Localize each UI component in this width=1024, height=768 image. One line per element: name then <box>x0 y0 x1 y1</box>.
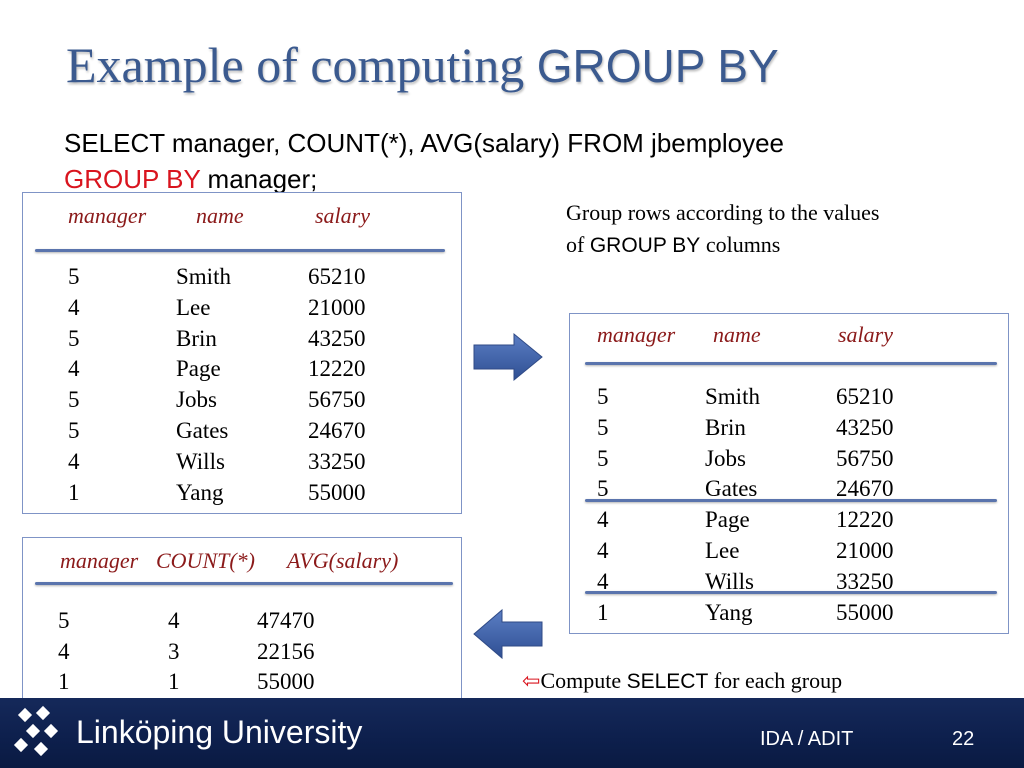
result-row-1-col-0: 4 <box>58 638 70 664</box>
group-note-line-2: of GROUP BY columns <box>566 232 781 257</box>
orig-row-7-col-0: 1 <box>68 479 80 505</box>
footer-bar: Linköping University IDA / ADIT 22 <box>0 698 1024 768</box>
red-left-arrow-icon: ⇦ <box>522 668 541 693</box>
result-header-avg: AVG(salary) <box>287 548 399 573</box>
compute-note-post: for each group <box>708 668 843 693</box>
orig-row-3-col-2: 12220 <box>308 356 366 382</box>
grouped-row-7-col-2: 55000 <box>836 599 894 625</box>
result-row-1-col-1: 3 <box>168 638 180 664</box>
grouped-row-2-col-1: Jobs <box>705 445 746 471</box>
result-header-rule <box>35 582 453 585</box>
orig-header-manager: manager <box>68 203 147 228</box>
orig-row-5-col-2: 24670 <box>308 418 366 443</box>
orig-row-0-col-2: 65210 <box>308 264 366 289</box>
grouped-row-0-col-0: 5 <box>597 384 609 409</box>
grouped-header-name: name <box>713 322 761 347</box>
orig-row-3-col-0: 4 <box>68 356 80 382</box>
compute-note-pre: Compute <box>540 668 627 693</box>
orig-header-salary: salary <box>315 203 370 228</box>
department-label: IDA / ADIT <box>760 728 854 750</box>
orig-row-4-col-2: 56750 <box>308 387 366 413</box>
block-arrow-right-icon <box>473 332 543 382</box>
orig-header-name: name <box>196 203 244 228</box>
orig-row-6-col-2: 33250 <box>308 448 366 474</box>
grouped-row-6-col-0: 4 <box>597 568 609 594</box>
compute-note-keyword: SELECT <box>626 670 709 693</box>
orig-row-6-col-0: 4 <box>68 448 80 474</box>
grouped-row-1-col-0: 5 <box>597 414 609 440</box>
orig-row-3-col-1: Page <box>176 356 221 382</box>
group-note-pre: of <box>566 232 590 257</box>
page-number: 22 <box>952 728 975 750</box>
group-note-line-1: Group rows according to the values <box>566 200 880 225</box>
grouped-row-6-col-1: Wills <box>705 568 754 594</box>
orig-row-7-col-2: 55000 <box>308 479 366 505</box>
sql-line-1: SELECT manager, COUNT(*), AVG(salary) FR… <box>64 128 785 158</box>
orig-row-2-col-0: 5 <box>68 325 80 351</box>
grouped-row-4-col-2: 12220 <box>836 507 894 533</box>
orig-row-6-col-1: Wills <box>176 448 225 474</box>
grouped-header-rule <box>585 362 997 365</box>
orig-row-7-col-1: Yang <box>176 479 224 505</box>
result-row-0-col-1: 4 <box>168 608 180 633</box>
orig-row-2-col-1: Brin <box>176 325 217 351</box>
grouped-row-3-col-2: 24670 <box>836 476 894 502</box>
orig-row-5-col-0: 5 <box>68 418 80 443</box>
grouped-row-7-col-0: 1 <box>597 599 609 625</box>
title-sans-part: GROUP BY <box>536 40 779 92</box>
orig-row-1-col-0: 4 <box>68 294 80 320</box>
orig-row-2-col-2: 43250 <box>308 325 366 351</box>
grouped-row-1-col-1: Brin <box>705 414 746 440</box>
orig-row-0-col-0: 5 <box>68 264 80 289</box>
group-note-post: columns <box>700 232 781 257</box>
liu-logo-icon <box>13 705 59 757</box>
orig-row-4-col-1: Jobs <box>176 387 217 413</box>
original-table-box: manager name salary 5 Smith 65210 4 Lee 21000… <box>22 192 462 514</box>
result-header-manager: manager <box>60 548 139 573</box>
result-row-2-col-2: 55000 <box>257 669 315 694</box>
grouped-row-6-col-2: 33250 <box>836 568 894 594</box>
title-serif-part: Example of computing <box>66 37 537 93</box>
orig-row-5-col-1: Gates <box>176 418 229 443</box>
sql-line-2: GROUP BY manager; <box>64 166 317 192</box>
grouped-row-3-col-0: 5 <box>597 476 609 502</box>
orig-header-rule <box>35 249 445 252</box>
sql-group-by-keyword: GROUP BY <box>64 164 201 194</box>
sql-line-2-rest: manager; <box>200 164 318 194</box>
orig-row-1-col-2: 21000 <box>308 294 366 320</box>
orig-row-0-col-1: Smith <box>176 264 231 289</box>
slide-title: Example of computing GROUP BY <box>66 40 779 90</box>
grouped-row-5-col-2: 21000 <box>836 538 894 563</box>
grouped-row-5-col-0: 4 <box>597 538 609 563</box>
compute-note: ⇦Compute SELECT for each group <box>522 668 843 693</box>
group-note-keyword: GROUP BY <box>589 234 701 257</box>
grouped-row-5-col-1: Lee <box>705 538 740 563</box>
result-header-count: COUNT(*) <box>156 548 256 573</box>
result-row-0-col-0: 5 <box>58 608 70 633</box>
block-arrow-left-icon <box>473 608 543 660</box>
grouped-row-7-col-1: Yang <box>705 599 753 625</box>
result-row-0-col-2: 47470 <box>257 608 315 633</box>
grouped-row-4-col-1: Page <box>705 507 750 533</box>
grouped-row-0-col-1: Smith <box>705 384 760 409</box>
group-separator-rule-2 <box>585 591 997 594</box>
result-row-2-col-0: 1 <box>58 669 70 694</box>
grouped-row-4-col-0: 4 <box>597 507 609 533</box>
grouped-header-manager: manager <box>597 322 676 347</box>
orig-row-4-col-0: 5 <box>68 387 80 413</box>
grouped-row-0-col-2: 65210 <box>836 384 894 409</box>
grouped-row-2-col-2: 56750 <box>836 445 894 471</box>
result-row-1-col-2: 22156 <box>257 638 315 664</box>
orig-row-1-col-1: Lee <box>176 294 211 320</box>
grouped-row-1-col-2: 43250 <box>836 414 894 440</box>
grouped-row-3-col-1: Gates <box>705 476 758 502</box>
grouped-row-2-col-0: 5 <box>597 445 609 471</box>
grouped-header-salary: salary <box>838 322 893 347</box>
group-separator-rule-1 <box>585 499 997 502</box>
university-name: Linköping University <box>76 714 363 750</box>
result-row-2-col-1: 1 <box>168 669 180 694</box>
result-table-box: manager COUNT(*) AVG(salary) 5 4 47470 4 3 22… <box>22 537 462 699</box>
